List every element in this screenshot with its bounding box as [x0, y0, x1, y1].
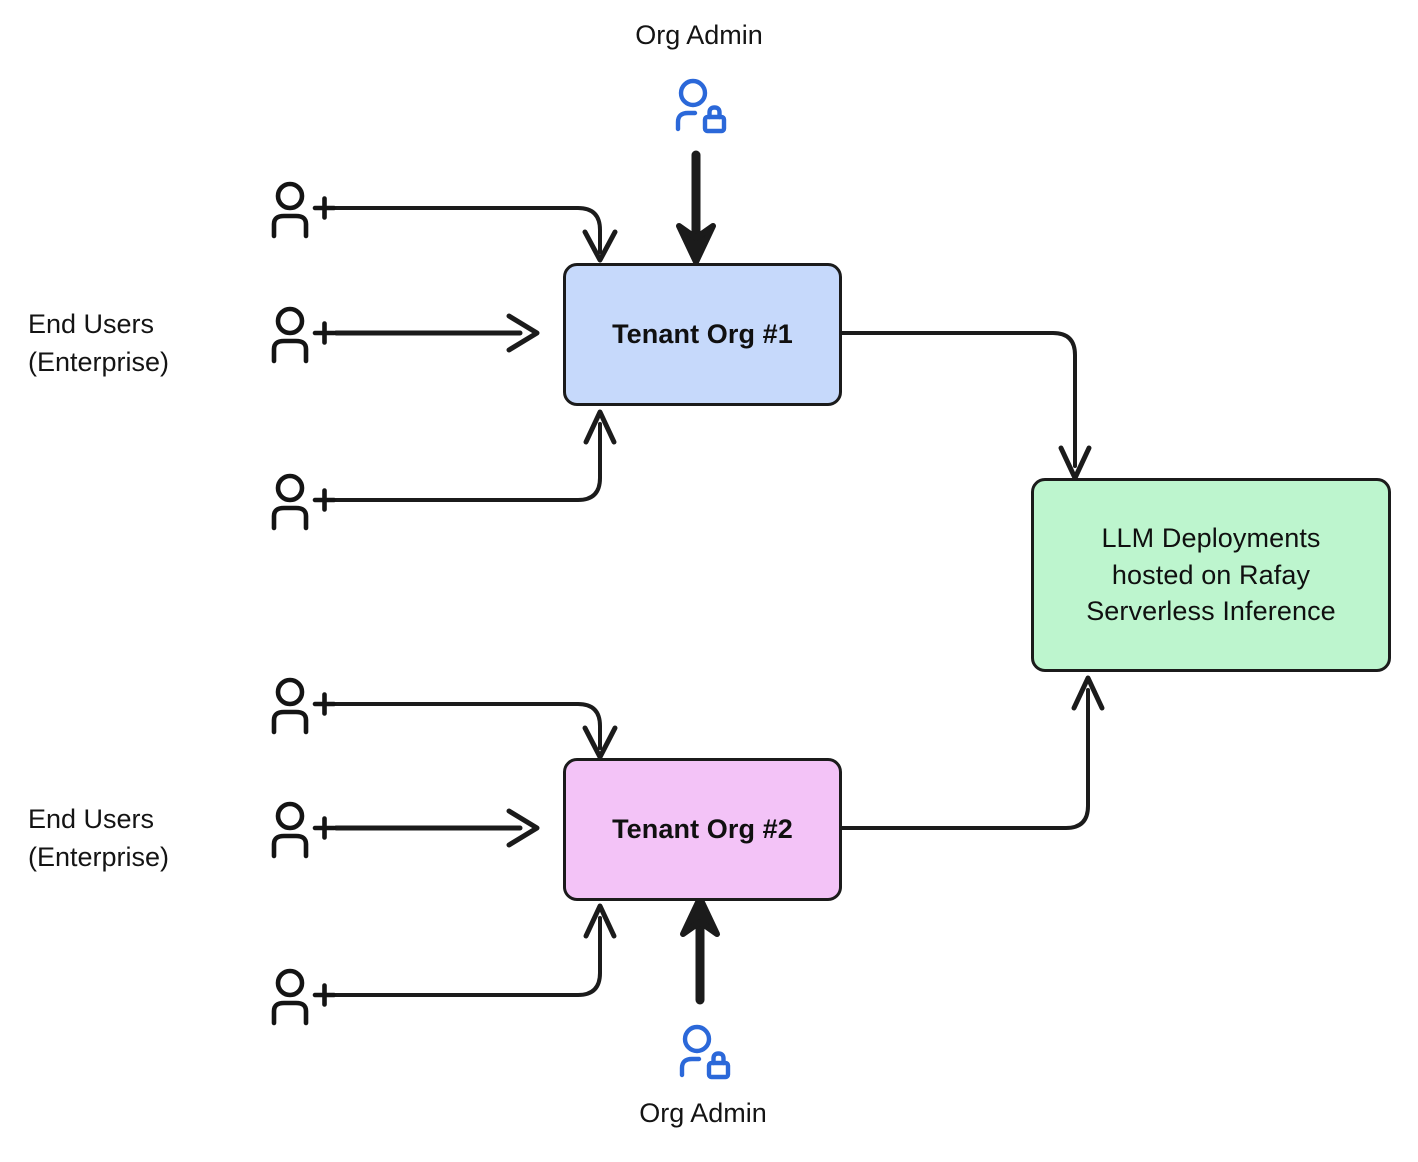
edge-end-user-2a — [334, 702, 602, 750]
node-llm-deployments-label: LLM Deployments hosted on Rafay Serverle… — [1086, 523, 1336, 627]
edge-org-admin-top-arrowhead — [676, 223, 716, 265]
edge-end-user-2c — [334, 916, 602, 997]
edge-tenant2-to-llm-arrowhead — [1071, 675, 1105, 711]
edge-tenant1-to-llm — [840, 331, 1077, 468]
org-admin-bottom-label: Org Admin — [639, 1098, 767, 1128]
node-tenant-org-2-label: Tenant Org #2 — [612, 814, 793, 845]
add-user-icon — [268, 800, 340, 862]
edge-end-user-1c — [334, 422, 602, 502]
admin-user-lock-icon — [668, 76, 730, 138]
admin-user-lock-icon — [672, 1022, 734, 1084]
edge-end-user-2c-arrowhead — [583, 903, 617, 939]
end-users-bottom-label: End Users (Enterprise) — [28, 804, 170, 873]
edge-end-user-1a-arrowhead — [582, 229, 618, 263]
add-user-icon — [268, 472, 340, 534]
node-llm-deployments[interactable]: LLM Deployments hosted on Rafay Serverle… — [1031, 478, 1391, 672]
node-tenant-org-1-label: Tenant Org #1 — [612, 319, 793, 350]
edge-end-user-1c-arrowhead — [583, 409, 617, 445]
edge-org-admin-bottom-arrowhead — [680, 895, 720, 937]
add-user-icon — [268, 180, 340, 242]
node-tenant-org-1[interactable]: Tenant Org #1 — [563, 263, 842, 406]
node-tenant-org-2[interactable]: Tenant Org #2 — [563, 758, 842, 901]
edge-end-user-1b-arrowhead — [506, 313, 540, 353]
add-user-icon — [268, 676, 340, 738]
add-user-icon — [268, 967, 340, 1029]
end-users-top-label: End Users (Enterprise) — [28, 309, 170, 378]
add-user-icon — [268, 305, 340, 367]
edge-end-user-2b-arrowhead — [506, 808, 540, 848]
edge-end-user-2a-arrowhead — [582, 725, 618, 760]
org-admin-top-label: Org Admin — [635, 20, 763, 50]
edge-tenant2-to-llm — [840, 688, 1090, 830]
edge-end-user-1a — [334, 206, 602, 254]
